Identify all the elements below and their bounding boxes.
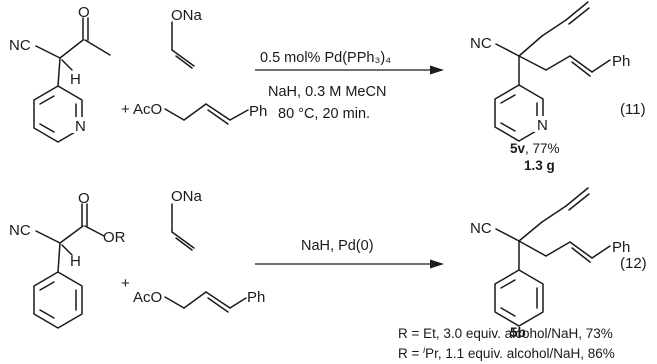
- plus-sign-2: +: [121, 275, 130, 292]
- ester-carbonyl-oxygen-label: O: [78, 190, 90, 207]
- ester-nitrile-label: NC: [9, 222, 31, 239]
- reaction-arrow-11: [255, 65, 444, 75]
- condition-temperature-time: 80 °C, 20 min.: [278, 106, 370, 122]
- product-5v-scale: 1.3 g: [524, 158, 555, 173]
- equation-number-12: (12): [620, 255, 647, 272]
- product-5b-label: 5b: [510, 325, 526, 340]
- sodium-alkoxide-label: ONa: [171, 7, 203, 24]
- condition-note-ethyl: R = Et, 3.0 equiv. alcohol/NaH, 73%: [398, 326, 613, 341]
- plus-sign: +: [121, 101, 130, 118]
- product-nitrile-label: NC: [470, 35, 492, 52]
- phenyl-label: Ph: [249, 103, 267, 120]
- reaction-arrow-12: [255, 259, 444, 269]
- substrate-pyridyl-ketonitrile: NC O H N: [9, 4, 111, 143]
- condition-catalyst: 0.5 mol% Pd(PPh₃)₄: [260, 50, 391, 66]
- product-5b-nitrile-label: NC: [470, 220, 492, 237]
- acetate-label-2: AcO: [133, 289, 162, 306]
- product-5b-phenyl-label: Ph: [612, 239, 630, 256]
- phenyl-label-2: Ph: [247, 289, 265, 306]
- reagent-sodium-allyloxide-2: ONa: [171, 188, 203, 251]
- product-5b-structure: NC Ph: [470, 187, 630, 327]
- reagent-sodium-allyloxide: ONa: [171, 7, 203, 69]
- condition-base-solvent: NaH, 0.3 M MeCN: [268, 84, 386, 100]
- product-pyridine-nitrogen-label: N: [537, 117, 548, 134]
- sodium-alkoxide-label-2: ONa: [171, 188, 203, 205]
- substrate-cyano-phenyl-ester: NC O OR H: [9, 190, 126, 329]
- product-5v-label: 5v: [510, 141, 526, 156]
- condition-base-catalyst: NaH, Pd(0): [301, 238, 374, 254]
- pyridine-nitrogen-label: N: [75, 118, 86, 135]
- ester-hydrogen-label: H: [70, 253, 81, 270]
- acetate-label: AcO: [133, 101, 162, 118]
- nitrile-label: NC: [9, 37, 31, 54]
- ketone-oxygen-label: O: [78, 4, 90, 21]
- product-phenyl-label: Ph: [612, 53, 630, 70]
- condition-note-isopropyl: R = iPr, 1.1 equiv. alcohol/NaH, 86%: [398, 345, 615, 361]
- ester-or-label: OR: [103, 229, 126, 246]
- product-5v-structure: NC Ph N: [470, 1, 630, 142]
- equation-number-11: (11): [620, 101, 646, 118]
- hydrogen-label: H: [70, 71, 81, 88]
- reagent-cinnamyl-acetate: AcO Ph: [133, 101, 267, 125]
- product-5v-yield: , 77%: [525, 141, 560, 156]
- product-5v-caption: 5v, 77%: [510, 141, 560, 156]
- reagent-cinnamyl-acetate-2: AcO Ph: [133, 289, 265, 313]
